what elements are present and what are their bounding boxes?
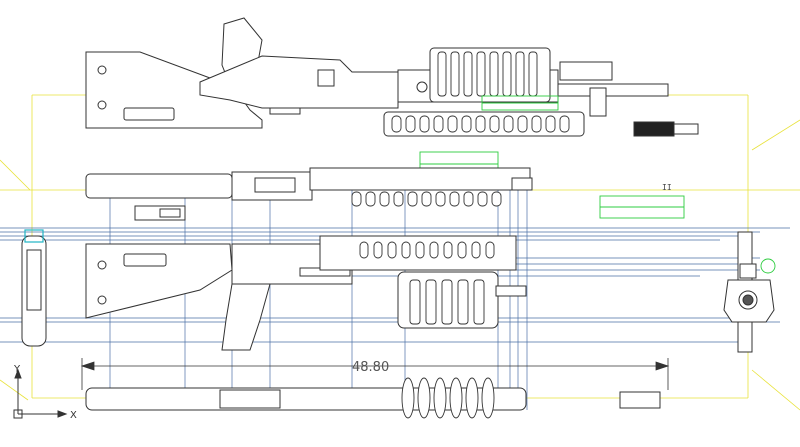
top-down-view bbox=[85, 167, 533, 221]
side-marker: II bbox=[662, 183, 672, 192]
front-view-green bbox=[760, 258, 776, 274]
top-down-ribs bbox=[351, 191, 502, 207]
ucs-icon bbox=[13, 368, 68, 419]
rear-view bbox=[21, 235, 47, 347]
dimension-line bbox=[80, 358, 670, 390]
bottom-forend-ribs bbox=[359, 241, 495, 325]
front-view bbox=[723, 231, 775, 353]
ucs-x-label: X bbox=[70, 410, 77, 421]
top-side-view bbox=[85, 17, 669, 137]
underside-view bbox=[85, 387, 661, 411]
scope-detail bbox=[633, 121, 699, 137]
rear-view-cyan bbox=[24, 229, 44, 243]
green-detail-top bbox=[419, 95, 685, 219]
top-forend-ribs bbox=[391, 51, 570, 133]
underside-ribs bbox=[401, 377, 495, 419]
ucs-y-label: Y bbox=[13, 364, 21, 375]
dimension-label: 48.80 bbox=[352, 360, 389, 375]
